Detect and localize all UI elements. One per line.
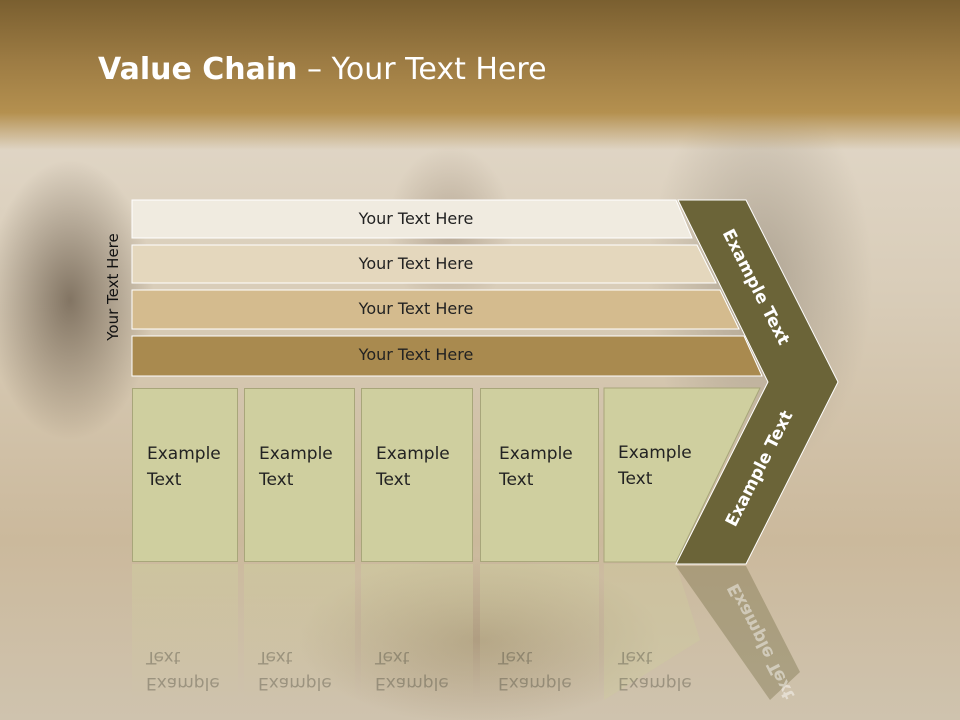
bar-1: Your Text Here (132, 200, 692, 238)
box-2-line2: Text (259, 470, 294, 490)
bar-1-label: Your Text Here (358, 209, 474, 228)
title-bold: Value Chain (98, 52, 298, 87)
bar-shape-3 (131, 289, 740, 330)
box-5-line2: Text (618, 469, 653, 489)
bar-2: Your Text Here (132, 245, 712, 283)
box-4-line2: Text (499, 470, 534, 490)
box-2-line1: Example (259, 444, 333, 464)
slide-title: Value Chain – Your Text Here (98, 52, 547, 87)
box-1-line1: Example (147, 444, 221, 464)
bar-2-label: Your Text Here (358, 254, 474, 273)
chevron-shape (675, 199, 839, 565)
box-shape-5-reflection (604, 564, 700, 700)
bar-3-label: Your Text Here (358, 299, 474, 318)
bar-4-label: Your Text Here (358, 345, 474, 364)
bar-4: Your Text Here (132, 336, 752, 374)
box-3-line1: Example (376, 444, 450, 464)
box-5-line1: Example (618, 443, 692, 463)
bar-3: Your Text Here (132, 290, 732, 328)
bar-shape-4 (131, 335, 763, 377)
title-rest: – Your Text Here (297, 52, 547, 87)
title-band (0, 0, 960, 150)
chevron-reflection (676, 566, 800, 700)
bar-shape-1 (131, 199, 693, 239)
box-1-line2: Text (147, 470, 182, 490)
bar-shape-2 (131, 244, 717, 284)
box-3-line2: Text (376, 470, 411, 490)
box-shape-5 (603, 387, 761, 563)
box-4-line1: Example (499, 444, 573, 464)
